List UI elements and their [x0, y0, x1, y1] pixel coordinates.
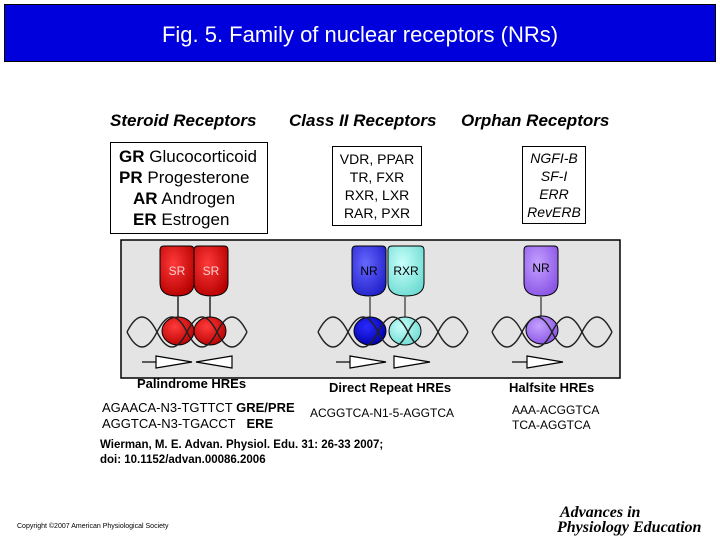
class2-item: VDR, PPAR: [339, 151, 415, 167]
hre-arrow-right: [393, 355, 431, 369]
citation-line-1: Wierman, M. E. Advan. Physiol. Edu. 31: …: [100, 439, 384, 451]
orphan-receptor-list: NGFI-B SF-I ERR RevERB: [522, 146, 586, 224]
rxr-receptor: [387, 245, 425, 297]
dna-strand: [126, 316, 248, 348]
dna-strand: [317, 316, 469, 348]
orphan-item: ERR: [539, 186, 569, 202]
sequence-palindrome-2: AGGTCA-N3-TGACCT ERE: [102, 416, 274, 431]
steroid-item-ar: AR Androgen: [133, 189, 236, 208]
class2-item: TR, FXR: [349, 169, 405, 185]
heading-class2-receptors: Class II Receptors: [289, 111, 437, 130]
nr-class2-receptor: [351, 245, 387, 297]
sequence-direct-repeat: ACGGTCA-N1-5-AGGTCA: [310, 406, 455, 420]
citation-doi: doi: 10.1152/advan.00086.2006: [100, 454, 266, 466]
dna-strand: [317, 316, 469, 348]
steroid-item-er: ER Estrogen: [133, 210, 230, 229]
steroid-item-pr: PR Progesterone: [119, 168, 250, 187]
orphan-item: SF-I: [540, 168, 568, 184]
class2-receptor-list: VDR, PPAR TR, FXR RXR, LXR RAR, PXR: [332, 146, 422, 226]
logo-line-2: Physiology Education: [557, 519, 702, 536]
class2-item: RAR, PXR: [343, 205, 411, 221]
journal-logo: Advances in Physiology Education: [557, 504, 702, 536]
hre-label-halfsite: Halfsite HREs: [509, 380, 595, 395]
hre-label-palindrome: Palindrome HREs: [137, 376, 247, 391]
hre-arrows: [142, 355, 564, 369]
slide-title: Fig. 5. Family of nuclear receptors (NRs…: [161, 22, 559, 47]
heading-steroid-receptors: Steroid Receptors: [110, 111, 257, 130]
orphan-item: RevERB: [527, 204, 581, 220]
steroid-item-gr: GR Glucocorticoid: [119, 147, 257, 166]
sequence-halfsite-1: AAA-ACGGTCA: [512, 403, 600, 417]
dna-strand: [491, 316, 613, 348]
dna-helices: [126, 316, 613, 348]
sr-dna-binding-domain: [193, 316, 227, 346]
hre-arrow-left: [195, 355, 233, 369]
nr-orphan-receptor: [523, 245, 559, 297]
copyright-notice: Copyright ©2007 American Physiological S…: [17, 523, 169, 530]
class2-heterodimer: [351, 245, 425, 346]
sequence-halfsite-2: TCA-AGGTCA: [512, 418, 591, 432]
rxr-dna-binding-domain: [388, 316, 422, 346]
steroid-receptor-list: GR Glucocorticoid PR Progesterone AR And…: [110, 142, 268, 234]
sr-right-receptor: [193, 245, 229, 297]
title-bar: Fig. 5. Family of nuclear receptors (NRs…: [4, 4, 716, 62]
sequence-palindrome-1: AGAACA-N3-TGTTCT GRE/PRE: [102, 400, 295, 415]
steroid-receptor-dimer: [159, 245, 229, 346]
citation: Wierman, M. E. Advan. Physiol. Edu. 31: …: [100, 438, 383, 468]
nr-class2-label: NR: [360, 264, 378, 278]
logo-line-1: Advances in: [560, 504, 641, 521]
class2-item: RXR, LXR: [344, 187, 410, 203]
sr-right-label: SR: [203, 264, 220, 278]
nr-dna-binding-domain: [353, 316, 387, 346]
rxr-label: RXR: [393, 264, 419, 278]
hre-label-direct-repeat: Direct Repeat HREs: [329, 380, 452, 395]
sr-left-label: SR: [169, 264, 186, 278]
sr-dna-binding-domain: [161, 316, 195, 346]
orphan-item: NGFI-B: [530, 150, 578, 166]
nr-orphan-label: NR: [532, 261, 550, 275]
heading-orphan-receptors: Orphan Receptors: [461, 111, 610, 130]
